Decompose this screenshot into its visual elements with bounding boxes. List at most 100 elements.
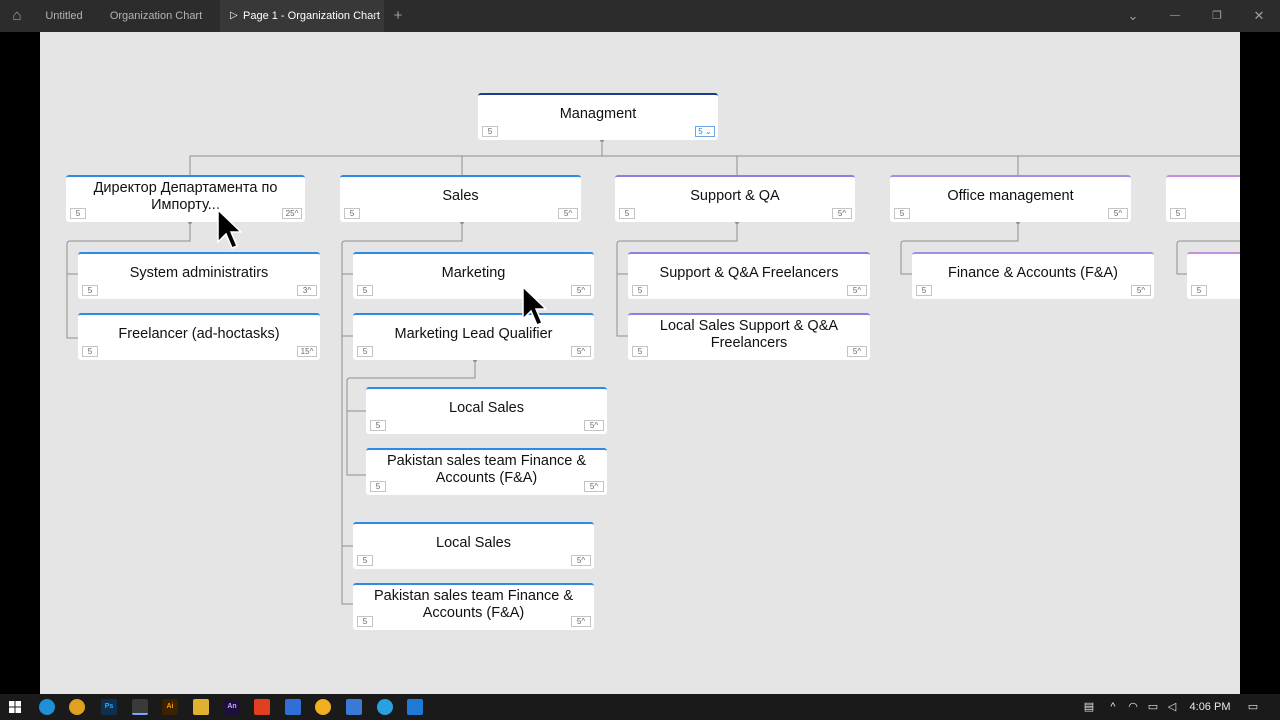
tab-organization-chart[interactable]: Organization Chart (102, 0, 210, 32)
edge-icon[interactable] (39, 699, 55, 715)
node-count-badge: 5 (357, 555, 373, 566)
node-label: Marketing (441, 265, 506, 281)
org-node-local-sales-nested[interactable]: Local Sales 5 5^ (366, 387, 607, 434)
chevron-up-icon: ^ (307, 286, 312, 295)
chevron-up-icon: ^ (842, 209, 847, 218)
play-icon: ▷ (230, 10, 238, 21)
home-icon[interactable]: ⌂ (12, 7, 22, 24)
vscode-icon[interactable] (407, 699, 423, 715)
node-count: 5 (589, 421, 595, 430)
org-node-local-sales[interactable]: Local Sales 5 5^ (353, 522, 594, 569)
wifi-icon[interactable]: ◠ (1128, 701, 1138, 713)
org-node-import-director[interactable]: Директор Департамента по Импорту... 5 25… (66, 175, 305, 222)
node-count-badge: 5 (357, 285, 373, 296)
node-collapse-badge[interactable]: 3^ (297, 285, 317, 296)
chevron-up-icon: ^ (309, 347, 314, 356)
node-count: 5 (1113, 209, 1119, 218)
chevron-up-icon: ^ (568, 209, 573, 218)
tab-label: Untitled (45, 10, 83, 22)
org-node-sales[interactable]: Sales 5 5^ (340, 175, 581, 222)
node-label: Freelancer (ad-hoctasks) (118, 326, 280, 342)
mouse-cursor-icon (217, 208, 242, 249)
telegram-icon[interactable] (377, 699, 393, 715)
node-label: Local Sales (436, 535, 511, 551)
node-collapse-badge[interactable]: 5^ (832, 208, 852, 219)
minimize-icon[interactable]: — (1170, 10, 1180, 21)
canvas[interactable]: Managment 5 5 ⌄ Директор Департамента по… (40, 32, 1240, 694)
node-count: 5 (852, 347, 858, 356)
node-count: 5 (837, 209, 843, 218)
node-collapse-badge[interactable]: 5^ (584, 481, 604, 492)
org-node-local-sales-support[interactable]: Local Sales Support & Q&A Freelancers 5 … (628, 313, 870, 360)
org-node-partial-child[interactable]: 5 (1187, 252, 1240, 299)
node-label: Директор Департамента по Импорту... (93, 179, 278, 213)
node-collapse-badge[interactable]: 25^ (282, 208, 302, 219)
node-collapse-badge[interactable]: 5^ (847, 346, 867, 357)
node-collapse-badge[interactable]: 15^ (297, 346, 317, 357)
node-label: Managment (559, 106, 637, 122)
app-red-icon[interactable] (254, 699, 270, 715)
node-collapse-badge[interactable]: 5^ (571, 285, 591, 296)
org-node-marketing[interactable]: Marketing 5 5^ (353, 252, 594, 299)
photoshop-icon[interactable]: Ps (101, 699, 117, 715)
node-label: Sales (442, 188, 479, 204)
keyboard-layout-icon[interactable]: ▤ (1083, 701, 1095, 713)
figma-icon[interactable] (132, 699, 148, 715)
node-count-badge: 5 (619, 208, 635, 219)
chrome-icon[interactable] (69, 699, 85, 715)
node-collapse-badge[interactable]: 5^ (571, 616, 591, 627)
org-node-system-administrators[interactable]: System administratirs 5 3^ (78, 252, 320, 299)
org-node-pakistan-sales-nested[interactable]: Pakistan sales team Finance & Accounts (… (366, 448, 607, 495)
tab-page-1-organization-chart[interactable]: ▷ Page 1 - Organization Chart × (220, 0, 384, 32)
node-count-badge: 5 (344, 208, 360, 219)
animate-icon[interactable]: An (224, 699, 240, 715)
org-node-root[interactable]: Managment 5 5 ⌄ (478, 93, 718, 140)
node-count: 5 (852, 286, 858, 295)
illustrator-icon[interactable]: Ai (162, 699, 178, 715)
restore-icon[interactable]: ❐ (1212, 10, 1222, 22)
app-tile-icon[interactable] (346, 699, 362, 715)
node-collapse-badge[interactable]: 5^ (1108, 208, 1128, 219)
app-yellow-icon[interactable] (315, 699, 331, 715)
node-collapse-badge[interactable]: 5^ (571, 346, 591, 357)
org-node-pakistan-sales[interactable]: Pakistan sales team Finance & Accounts (… (353, 583, 594, 630)
node-collapse-badge[interactable]: 5^ (571, 555, 591, 566)
org-node-support-qa[interactable]: Support & QA 5 5^ (615, 175, 855, 222)
org-node-marketing-lead-qualifier[interactable]: Marketing Lead Qualifier 5 5^ (353, 313, 594, 360)
node-count: 3 (302, 286, 308, 295)
node-count-badge: 5 (632, 346, 648, 357)
clock[interactable]: 4:06 PM (1189, 701, 1231, 713)
app-blue-icon[interactable] (285, 699, 301, 715)
windows-start-icon[interactable] (9, 701, 21, 713)
close-window-icon[interactable]: ✕ (1253, 8, 1265, 23)
node-collapse-badge[interactable]: 5^ (558, 208, 578, 219)
volume-icon[interactable]: ◁ (1167, 701, 1177, 713)
mouse-cursor-icon (522, 285, 547, 326)
add-tab-icon[interactable]: + (393, 7, 403, 24)
battery-icon[interactable]: ▭ (1147, 701, 1159, 713)
node-count-badge: 5 (894, 208, 910, 219)
node-collapse-badge[interactable]: 5^ (1131, 285, 1151, 296)
node-collapse-badge[interactable]: 5^ (584, 420, 604, 431)
org-node-support-freelancers[interactable]: Support & Q&A Freelancers 5 5^ (628, 252, 870, 299)
chevron-up-icon: ^ (581, 286, 586, 295)
node-count: 5 (576, 286, 582, 295)
node-collapse-badge[interactable]: 5 ⌄ (695, 126, 715, 137)
chevron-up-icon: ^ (581, 347, 586, 356)
chevron-up-icon[interactable]: ^ (1110, 701, 1116, 713)
node-label: Local Sales Support & Q&A Freelancers (659, 317, 839, 351)
notification-icon[interactable]: ▭ (1247, 701, 1259, 713)
file-explorer-icon[interactable] (193, 699, 209, 715)
org-node-partial[interactable]: 5 (1166, 175, 1240, 222)
chevron-up-icon: ^ (581, 556, 586, 565)
node-label: Finance & Accounts (F&A) (947, 265, 1119, 281)
org-node-office-management[interactable]: Office management 5 5^ (890, 175, 1131, 222)
chevron-up-icon: ^ (594, 482, 599, 491)
org-node-finance-accounts[interactable]: Finance & Accounts (F&A) 5 5^ (912, 252, 1154, 299)
node-collapse-badge[interactable]: 5^ (847, 285, 867, 296)
node-count: 5 (576, 556, 582, 565)
close-tab-icon[interactable]: × (370, 9, 378, 23)
tab-untitled[interactable]: Untitled (34, 0, 94, 32)
org-node-freelancer[interactable]: Freelancer (ad-hoctasks) 5 15^ (78, 313, 320, 360)
chevron-down-icon[interactable]: ⌄ (1127, 8, 1139, 23)
